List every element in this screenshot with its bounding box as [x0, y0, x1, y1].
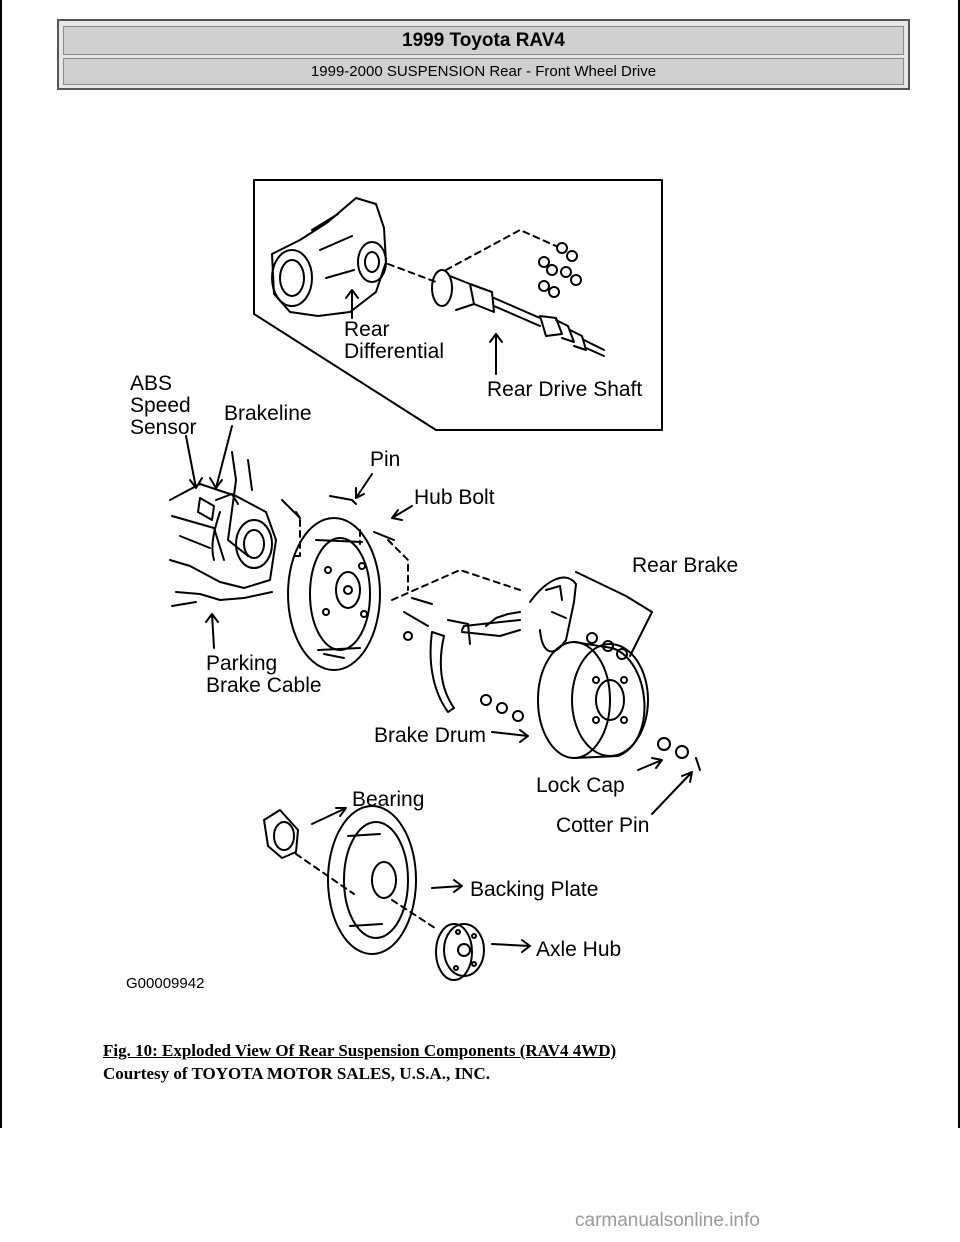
- label-rear-drive-shaft: Rear Drive Shaft: [487, 378, 642, 401]
- brake-drum-drawing: [537, 641, 649, 759]
- bearing-drawing: [263, 809, 299, 859]
- label-abs-1: ABS: [130, 372, 172, 395]
- figure-code: G00009942: [126, 975, 204, 992]
- label-parking-2: Brake Cable: [206, 674, 322, 697]
- inset-frame: [253, 179, 663, 431]
- page-border-left: [0, 0, 2, 1128]
- knuckle-assembly-drawing: [169, 451, 395, 607]
- label-pin: Pin: [370, 448, 400, 471]
- label-cotter-pin: Cotter Pin: [556, 814, 649, 837]
- label-rear-differential-1: Rear: [344, 318, 390, 341]
- rear-brake-shoes-drawing: [429, 576, 577, 713]
- watermark: carmanualsonline.info: [575, 1210, 760, 1231]
- label-abs-3: Sensor: [130, 416, 197, 439]
- rear-drive-shaft-drawing: [431, 269, 605, 357]
- label-lock-cap: Lock Cap: [536, 774, 625, 797]
- label-parking-1: Parking: [206, 652, 277, 675]
- rear-differential-drawing: [271, 197, 387, 317]
- figure-courtesy: Courtesy of TOYOTA MOTOR SALES, U.S.A., …: [103, 1064, 490, 1083]
- label-rear-brake: Rear Brake: [632, 554, 738, 577]
- label-rear-differential-2: Differential: [344, 340, 444, 363]
- page-header: 1999 Toyota RAV4 1999-2000 SUSPENSION Re…: [57, 19, 910, 90]
- label-brakeline: Brakeline: [224, 402, 312, 425]
- page-border-right: [958, 0, 960, 1128]
- brake-backing-plate-drawing: [287, 517, 381, 671]
- label-backing-plate: Backing Plate: [470, 878, 598, 901]
- label-bearing: Bearing: [352, 788, 424, 811]
- axle-hub-drawing: [435, 923, 485, 981]
- figure-caption: Fig. 10: Exploded View Of Rear Suspensio…: [103, 1041, 617, 1060]
- diagram-labels: Rear Differential Rear Drive Shaft ABS S…: [126, 318, 738, 992]
- lower-backing-plate-drawing: [327, 805, 417, 955]
- header-title: 1999 Toyota RAV4: [63, 26, 904, 55]
- inset-nuts: [538, 242, 582, 298]
- label-axle-hub: Axle Hub: [536, 938, 621, 961]
- label-abs-2: Speed: [130, 394, 191, 417]
- label-hub-bolt: Hub Bolt: [414, 486, 495, 509]
- header-subtitle: 1999-2000 SUSPENSION Rear - Front Wheel …: [63, 58, 904, 85]
- label-brake-drum: Brake Drum: [374, 724, 486, 747]
